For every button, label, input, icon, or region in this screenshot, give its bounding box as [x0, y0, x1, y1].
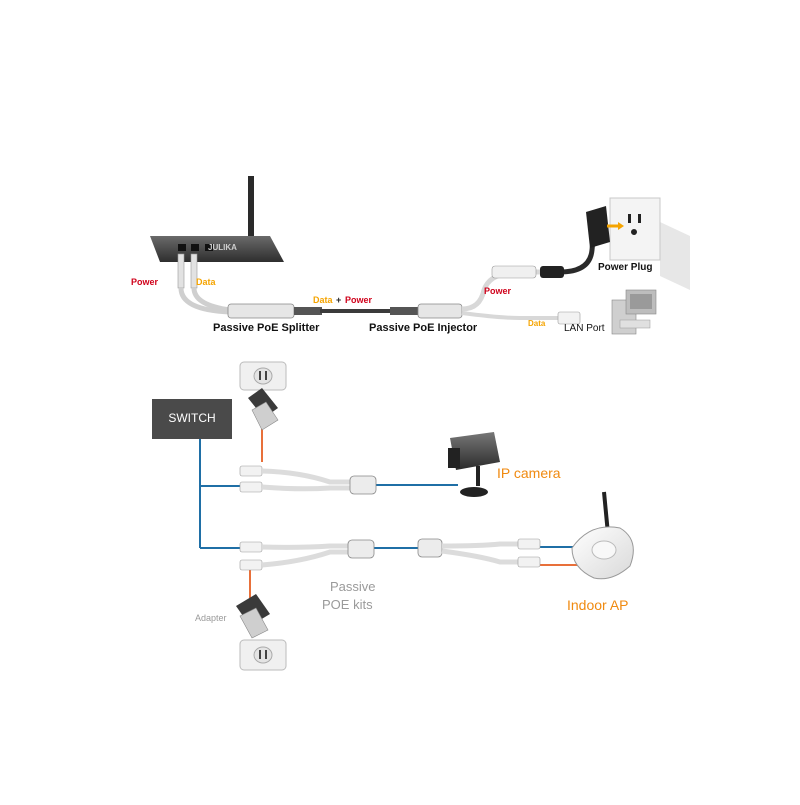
router-brand: JULIKA — [208, 243, 237, 252]
top-wall-outlet — [239, 361, 287, 391]
poe-injector — [390, 303, 463, 319]
bottom-poe-kit — [239, 538, 541, 571]
lan-plug — [557, 311, 581, 325]
indoor-ap-label: Indoor AP — [567, 597, 629, 613]
ip-camera-label: IP camera — [497, 465, 561, 481]
label-data: Data — [313, 295, 333, 305]
passive-kits-label-line2: POE kits — [322, 597, 373, 612]
power-plug — [586, 197, 690, 290]
label-plus: + — [336, 295, 342, 305]
computer — [611, 289, 657, 335]
label-power-left: Power — [131, 277, 159, 287]
dc-barrel — [491, 265, 537, 279]
label-splitter: Passive PoE Splitter — [213, 322, 320, 334]
label-power-mid: Power — [345, 295, 373, 305]
router-cables — [177, 253, 231, 315]
label-lan-port: LAN Port — [564, 323, 605, 334]
passive-kits-label-line1: Passive — [330, 579, 376, 594]
ethernet-lines — [199, 439, 580, 549]
bottom-wall-outlet — [239, 639, 287, 671]
switch-label: SWITCH — [168, 411, 216, 425]
data-power-cable — [320, 309, 392, 313]
ip-camera — [448, 432, 500, 497]
top-adapter — [248, 388, 279, 431]
switch-box — [152, 399, 232, 439]
label-data-left: Data — [196, 277, 216, 287]
label-injector: Passive PoE Injector — [369, 322, 478, 334]
label-power-right: Power — [484, 286, 512, 296]
label-data-right: Data — [528, 319, 546, 328]
lan-cable — [461, 311, 560, 320]
poe-splitter — [227, 303, 322, 319]
indoor-ap — [571, 491, 634, 580]
router-antenna — [248, 176, 254, 240]
bottom-adapter — [236, 594, 270, 639]
adapter-label: Adapter — [195, 613, 227, 623]
label-power-plug: Power Plug — [598, 262, 653, 273]
power-lines — [249, 428, 580, 598]
top-poe-kit — [239, 465, 377, 495]
